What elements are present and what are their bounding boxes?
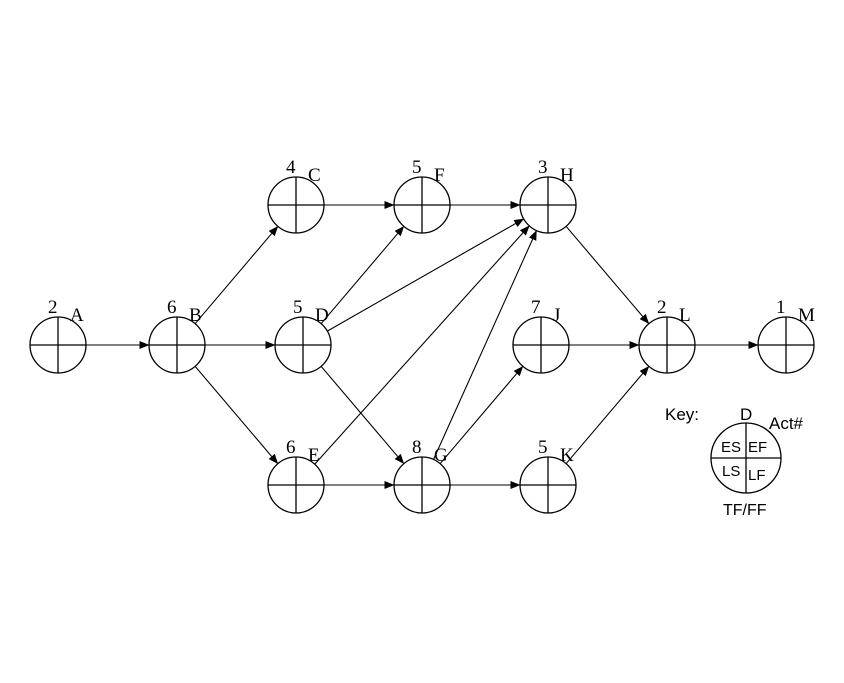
node-activity-label: M: [798, 305, 815, 326]
node-activity-label: J: [553, 305, 560, 326]
node-activity-label: F: [434, 165, 445, 186]
key-es-label: ES: [721, 439, 741, 456]
edge-h-l: [565, 225, 650, 325]
node-activity-label: K: [560, 445, 574, 466]
node-duration-label: 3: [538, 157, 548, 178]
edge-d-f: [320, 225, 405, 325]
edge-e-h: [314, 225, 530, 465]
key-title: Key:: [665, 405, 699, 424]
edges-layer: [86, 201, 759, 489]
node-activity-label: G: [434, 445, 448, 466]
node-duration-label: 4: [286, 157, 296, 178]
key-duration-label: D: [740, 405, 752, 424]
node-duration-label: 6: [286, 437, 296, 458]
edge-b-c: [194, 225, 279, 325]
edge-d-h: [327, 218, 525, 332]
edge-b-e: [194, 365, 279, 465]
node-duration-label: 2: [657, 297, 667, 318]
key-lf-label: LF: [748, 467, 766, 484]
node-activity-label: H: [560, 165, 574, 186]
node-activity-label: D: [315, 305, 329, 326]
key-ls-label: LS: [722, 463, 740, 480]
edge-d-g: [320, 365, 405, 465]
node-activity-label: B: [189, 305, 202, 326]
node-duration-label: 6: [167, 297, 177, 318]
node-activity-label: L: [679, 305, 691, 326]
edge-g-j: [439, 365, 524, 465]
node-activity-label: A: [70, 305, 84, 326]
key-floats-label: TF/FF: [723, 502, 767, 519]
node-duration-label: 8: [412, 437, 422, 458]
node-duration-label: 5: [293, 297, 303, 318]
node-activity-label: E: [308, 445, 320, 466]
key-ef-label: EF: [748, 439, 767, 456]
edge-k-l: [565, 365, 650, 465]
node-duration-label: 5: [538, 437, 548, 458]
node-duration-label: 7: [531, 297, 541, 318]
node-duration-label: 2: [48, 297, 58, 318]
legend-key: Key: D Act# ES EF LS LF TF/FF: [665, 405, 804, 519]
node-duration-label: 5: [412, 157, 422, 178]
node-duration-label: 1: [776, 297, 786, 318]
key-activity-label: Act#: [769, 414, 804, 433]
edge-g-h: [432, 230, 537, 460]
node-activity-label: C: [308, 165, 321, 186]
